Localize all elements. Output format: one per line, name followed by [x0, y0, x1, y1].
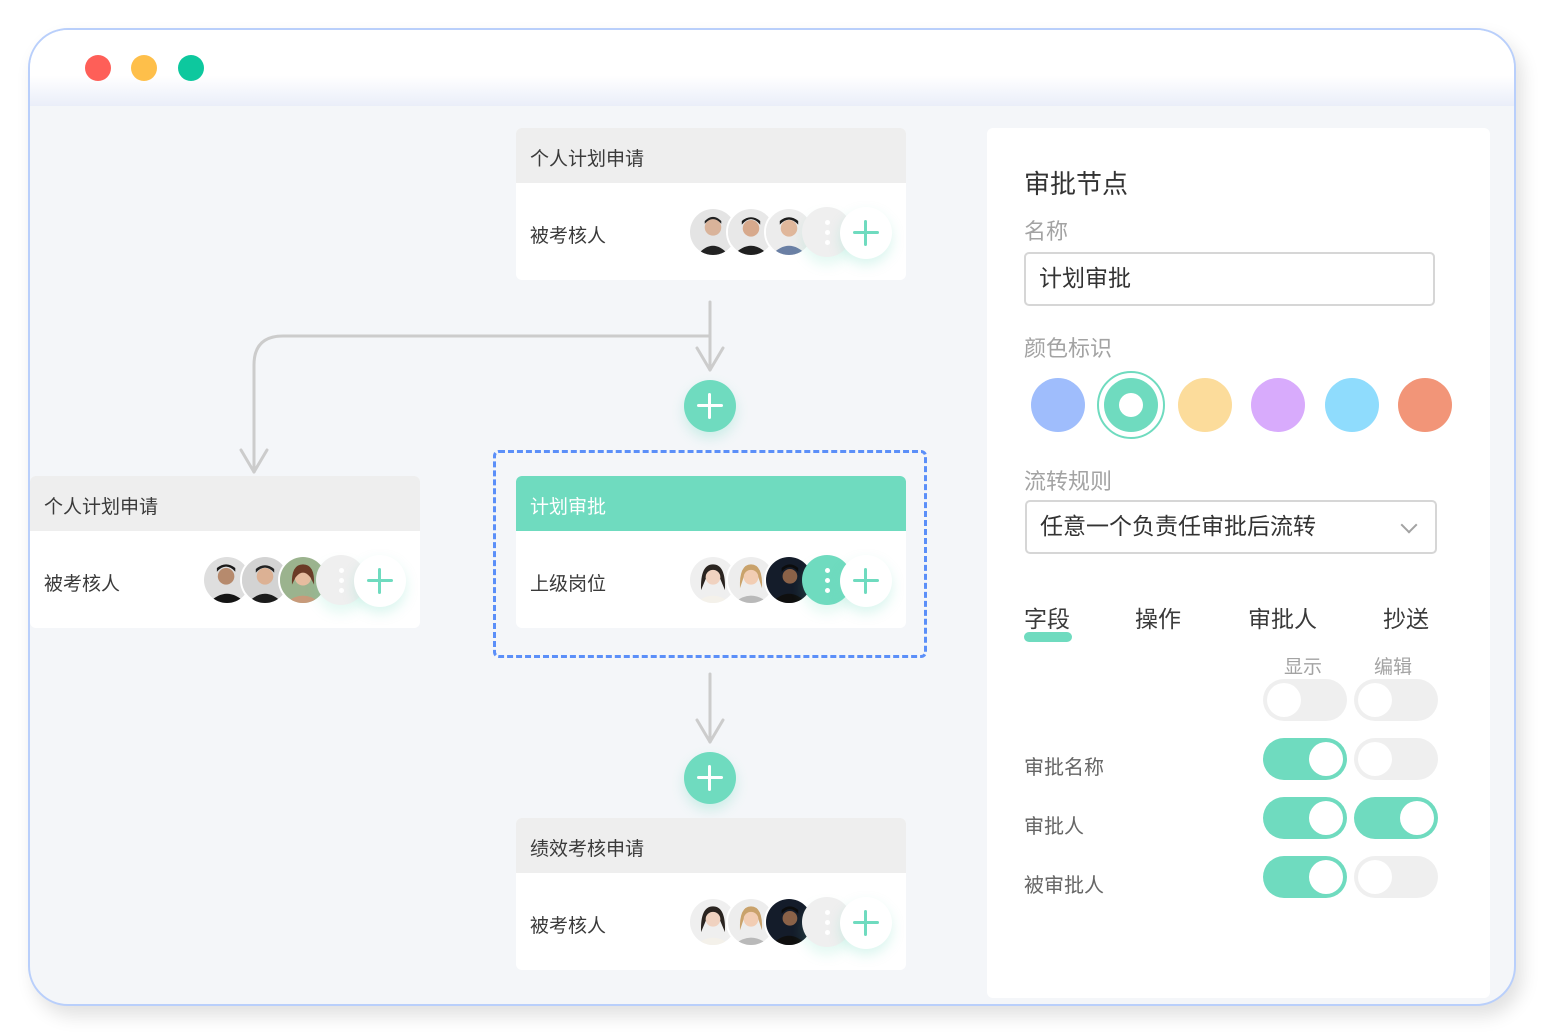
plus-icon: [853, 568, 879, 594]
flow-node-selected[interactable]: 计划审批 上级岗位: [516, 476, 906, 628]
plus-icon: [853, 910, 879, 936]
avatar[interactable]: [240, 555, 290, 605]
flow-rule-select[interactable]: 任意一个负责任审批后流转: [1025, 500, 1437, 554]
color-swatch-purple[interactable]: [1251, 378, 1305, 432]
color-swatch-green[interactable]: [1104, 378, 1158, 432]
add-node-button[interactable]: [684, 752, 736, 804]
toggle-edit-approval-name[interactable]: [1354, 738, 1438, 780]
avatar-group: [202, 555, 412, 607]
node-title: 绩效考核申请: [516, 818, 906, 873]
maximize-window-button[interactable]: [178, 55, 204, 81]
avatar[interactable]: [764, 897, 814, 947]
avatar[interactable]: [726, 555, 776, 605]
node-label: 上级岗位: [530, 573, 607, 595]
toggle-edit-approver[interactable]: [1354, 797, 1438, 839]
node-title: 计划审批: [516, 476, 906, 531]
plus-icon: [697, 393, 723, 419]
plus-icon: [697, 765, 723, 791]
selected-node-outline: [493, 450, 927, 658]
tab-actions[interactable]: 操作: [1135, 607, 1181, 633]
add-member-button[interactable]: [840, 897, 892, 949]
flow-node-bottom[interactable]: 绩效考核申请 被考核人: [516, 818, 906, 970]
field-row-label: 被审批人: [1024, 873, 1104, 897]
toggle-edit-all[interactable]: [1354, 679, 1438, 721]
title-bar: [30, 30, 1514, 106]
add-member-button[interactable]: [354, 555, 406, 607]
field-row-label: 审批名称: [1024, 755, 1104, 779]
flow-rule-label: 流转规则: [1024, 470, 1113, 495]
node-label: 被考核人: [44, 573, 121, 595]
tab-cc[interactable]: 抄送: [1383, 607, 1429, 633]
node-name-input[interactable]: 计划审批: [1024, 252, 1435, 306]
add-member-button[interactable]: [840, 555, 892, 607]
plus-icon: [367, 568, 393, 594]
flow-node-left[interactable]: 个人计划申请 被考核人: [30, 476, 420, 628]
more-vertical-icon: [338, 567, 344, 573]
more-vertical-icon: [824, 219, 830, 225]
chevron-down-icon: [1400, 516, 1418, 534]
minimize-window-button[interactable]: [131, 55, 157, 81]
selected-swatch-ring: [1097, 371, 1165, 439]
tab-fields[interactable]: 字段: [1024, 607, 1070, 633]
color-swatch-blue[interactable]: [1031, 378, 1085, 432]
app-window: 个人计划申请 被考核人: [28, 28, 1516, 1006]
flow-node-top[interactable]: 个人计划申请 被考核人: [516, 128, 906, 280]
node-title: 个人计划申请: [516, 128, 906, 183]
color-swatch-yellow[interactable]: [1178, 378, 1232, 432]
name-label: 名称: [1024, 220, 1069, 245]
toggle-show-approval-name[interactable]: [1263, 738, 1347, 780]
node-title: 个人计划申请: [30, 476, 420, 531]
avatar-group: [688, 897, 898, 949]
tab-approvers[interactable]: 审批人: [1248, 607, 1317, 633]
color-swatch-orange[interactable]: [1398, 378, 1452, 432]
column-edit: 编辑: [1374, 656, 1413, 678]
column-show: 显示: [1284, 656, 1323, 678]
toggle-show-approver[interactable]: [1263, 797, 1347, 839]
toggle-show-approvee[interactable]: [1263, 856, 1347, 898]
color-label: 颜色标识: [1024, 337, 1113, 362]
color-swatch-cyan[interactable]: [1325, 378, 1379, 432]
node-label: 被考核人: [530, 915, 607, 937]
toggle-show-all[interactable]: [1263, 679, 1347, 721]
toggle-edit-approvee[interactable]: [1354, 856, 1438, 898]
node-settings-panel: 审批节点 名称 计划审批 颜色标识 流转规则 任意一个负责任审批后流转 字段 操…: [987, 128, 1490, 998]
flow-rule-value: 任意一个负责任审批后流转: [1040, 514, 1316, 540]
active-tab-indicator: [1024, 632, 1072, 642]
more-vertical-icon: [824, 567, 830, 573]
panel-title: 审批节点: [1024, 170, 1129, 200]
close-window-button[interactable]: [85, 55, 111, 81]
avatar-group: [688, 555, 898, 607]
node-label: 被考核人: [530, 225, 607, 247]
avatar-group: [688, 207, 898, 259]
add-node-button[interactable]: [684, 380, 736, 432]
field-row-label: 审批人: [1024, 814, 1084, 838]
more-vertical-icon: [824, 909, 830, 915]
plus-icon: [853, 220, 879, 246]
add-member-button[interactable]: [840, 207, 892, 259]
